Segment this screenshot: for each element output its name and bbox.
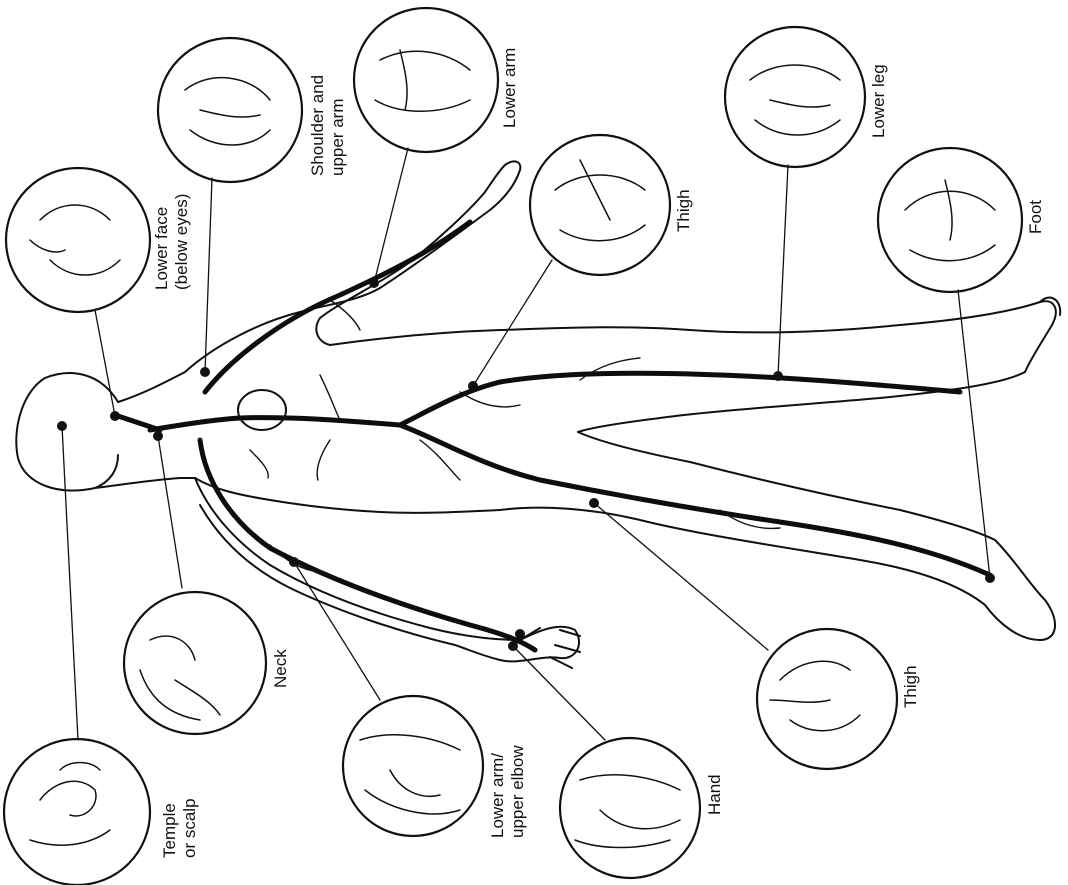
head-outline [16,373,118,490]
lower-torso-edge [195,478,500,513]
circle-lower-face [6,168,150,312]
pressure-point-dots [57,278,995,651]
label-line: Lower face [152,194,172,290]
circle-shoulder [158,38,302,182]
foot-upper [1040,298,1060,315]
label-line: upper elbow [508,745,528,838]
artery-lower-leg [400,425,990,575]
artery-aorta [150,418,400,430]
label-line: Lower arm [500,48,520,128]
circle-thigh-top [530,135,670,275]
circle-temple [4,739,150,885]
label-line: Thigh [901,665,921,708]
neck-lower-edge [95,478,195,488]
dot-hand-1 [515,629,525,639]
label-line: Thigh [674,189,694,232]
vessel-branches [250,300,780,572]
label-temple-scalp: Temple or scalp [160,798,200,858]
circle-lower-arm-elbow [343,696,483,836]
label-lower-face: Lower face (below eyes) [152,194,192,290]
label-line: Lower arm/ [488,745,508,838]
label-line: Foot [1026,200,1046,234]
label-line: or scalp [180,798,200,858]
label-line: (below eyes) [172,194,192,290]
label-line: upper arm [328,75,348,176]
label-line: Hand [705,774,725,815]
upper-arm-inner [316,192,485,345]
label-line: Neck [271,649,291,688]
circle-lower-leg [725,27,865,167]
circle-thigh-bottom [757,629,897,769]
crotch-line [578,432,690,462]
label-hand: Hand [705,774,725,815]
label-shoulder-upper-arm: Shoulder and upper arm [308,75,348,176]
label-foot: Foot [1026,200,1046,234]
circle-sketches [30,50,995,848]
label-lower-leg: Lower leg [869,64,889,138]
circle-hand [560,738,700,878]
arteries [115,222,990,650]
label-thigh-bottom: Thigh [901,665,921,708]
lower-leg-upper-edge [690,462,1055,640]
label-thigh-top: Thigh [674,189,694,232]
artery-neck [115,415,160,430]
label-lower-arm: Lower arm [500,48,520,128]
label-line: Temple [160,798,180,858]
label-lower-arm-elbow: Lower arm/ upper elbow [488,745,528,838]
circle-lower-arm [354,8,498,152]
circle-foot [878,148,1022,292]
label-neck: Neck [271,649,291,688]
label-line: Shoulder and [308,75,328,176]
label-line: Lower leg [869,64,889,138]
heart-shape [238,390,286,430]
torso-upper-edge [330,301,1056,372]
circle-neck [124,592,266,734]
